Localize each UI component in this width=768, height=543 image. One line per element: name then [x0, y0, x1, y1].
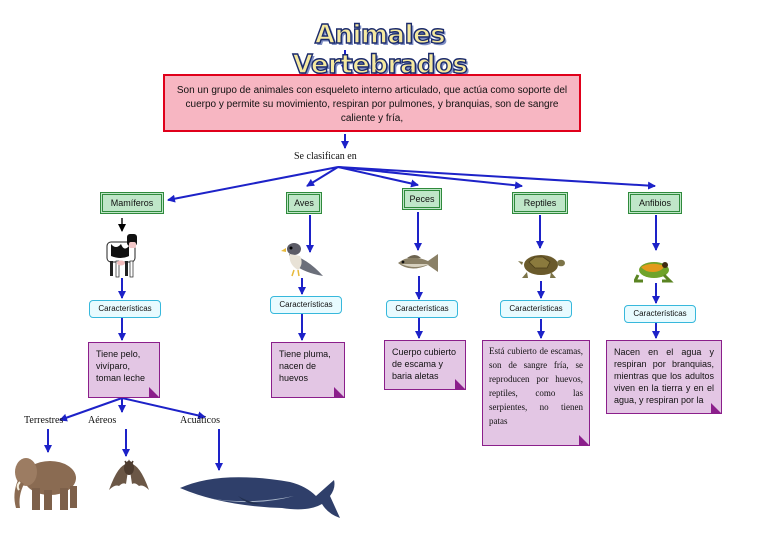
- whale-icon: [180, 477, 340, 518]
- caracteristicas-mamiferos: Características: [89, 300, 161, 318]
- fish-icon: [398, 254, 438, 272]
- caracteristicas-aves: Características: [270, 296, 342, 314]
- caracteristicas-peces: Características: [386, 300, 458, 318]
- note-peces: Cuerpo cubierto de escama y baria aletas: [384, 340, 466, 390]
- bat-icon: [109, 459, 149, 490]
- note-aves: Tiene pluma, nacen de huevos: [271, 342, 345, 398]
- frog-icon: [634, 262, 674, 283]
- group-aereos: Aéreos: [88, 415, 117, 426]
- note-mamiferos-text: Tiene pelo, vivíparo, toman leche: [96, 349, 146, 383]
- note-mamiferos: Tiene pelo, vivíparo, toman leche: [88, 342, 160, 398]
- class-peces: Peces: [402, 188, 442, 210]
- group-terrestres: Terrestres: [24, 415, 64, 426]
- classify-label: Se clasifican en: [294, 151, 357, 162]
- class-reptiles: Reptiles: [512, 192, 568, 214]
- class-aves: Aves: [286, 192, 322, 214]
- arrow-to-reptiles: [337, 166, 523, 190]
- class-anfibios: Anfibios: [628, 192, 682, 214]
- turtle-icon: [518, 255, 565, 278]
- note-aves-text: Tiene pluma, nacen de huevos: [279, 349, 331, 383]
- falcon-icon: [281, 243, 323, 277]
- arrow-to-aves: [306, 166, 339, 187]
- note-anfibios: Nacen en el agua y respiran por branquia…: [606, 340, 722, 414]
- note-anfibios-text: Nacen en el agua y respiran por branquia…: [614, 347, 714, 405]
- class-mamiferos: Mamíferos: [100, 192, 164, 214]
- definition-box: Son un grupo de animales con esqueleto i…: [163, 74, 581, 132]
- elephant-icon: [14, 458, 77, 510]
- arrow-to-anfibios: [337, 166, 656, 190]
- group-acuaticos: Acuáticos: [180, 415, 220, 426]
- cow-icon: [106, 234, 137, 278]
- page-title: Animales Vertebrados: [292, 19, 469, 80]
- caracteristicas-anfibios: Características: [624, 305, 696, 323]
- note-peces-text: Cuerpo cubierto de escama y baria aletas: [392, 347, 457, 381]
- caracteristicas-reptiles: Características: [500, 300, 572, 318]
- note-reptiles-text: Está cubierto de escamas, son de sangre …: [489, 346, 583, 426]
- arrow-to-mamiferos: [167, 166, 339, 203]
- note-reptiles: Está cubierto de escamas, son de sangre …: [482, 340, 590, 446]
- arrow-to-peces: [337, 166, 419, 188]
